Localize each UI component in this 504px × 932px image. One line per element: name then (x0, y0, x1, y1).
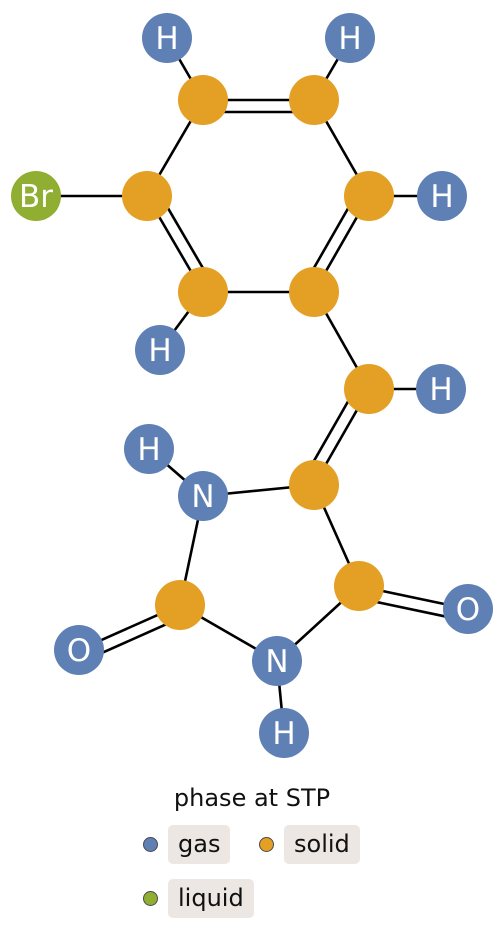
atom-h5 (416, 364, 466, 414)
atom-label-n2: N (265, 644, 288, 680)
atom-h6 (124, 424, 174, 474)
atom-label-h1: H (155, 21, 178, 57)
atom-label-h7: H (272, 716, 295, 752)
bond-layer (36, 37, 469, 734)
atom-label-o1: O (67, 633, 91, 669)
atom-c4 (289, 267, 339, 317)
bond-c5-c6-second (161, 198, 209, 278)
atom-c6 (122, 171, 172, 221)
atom-c9 (155, 580, 205, 630)
atom-h3 (417, 171, 467, 221)
atom-c10 (334, 561, 384, 611)
atom-label-h2: H (338, 21, 361, 57)
atom-label-o2: O (456, 592, 480, 628)
bond-c7-c8-second (307, 391, 355, 471)
atom-n2 (252, 636, 302, 686)
atom-c1 (178, 75, 228, 125)
atom-h7 (259, 708, 309, 758)
atom-o2 (443, 584, 493, 634)
atom-o1 (54, 625, 104, 675)
atom-label-h6: H (137, 432, 160, 468)
atom-label-h5: H (429, 372, 452, 408)
atom-br1 (11, 171, 61, 221)
atom-label-h3: H (430, 179, 453, 215)
atom-label-n1: N (191, 479, 214, 515)
atom-c5 (178, 267, 228, 317)
bond-c3-c4-second (307, 198, 355, 278)
atom-c8 (289, 460, 339, 510)
atom-c7 (344, 364, 394, 414)
atom-c3 (344, 171, 394, 221)
atom-h4 (135, 325, 185, 375)
bond-c9-o1-second (93, 619, 176, 658)
atom-n1 (178, 471, 228, 521)
atom-h1 (142, 13, 192, 63)
bond-c10-o2-second (367, 598, 455, 620)
atom-c2 (289, 75, 339, 125)
atom-label-h4: H (148, 333, 171, 369)
atom-label-br1: Br (19, 179, 53, 215)
atom-h2 (325, 13, 375, 63)
